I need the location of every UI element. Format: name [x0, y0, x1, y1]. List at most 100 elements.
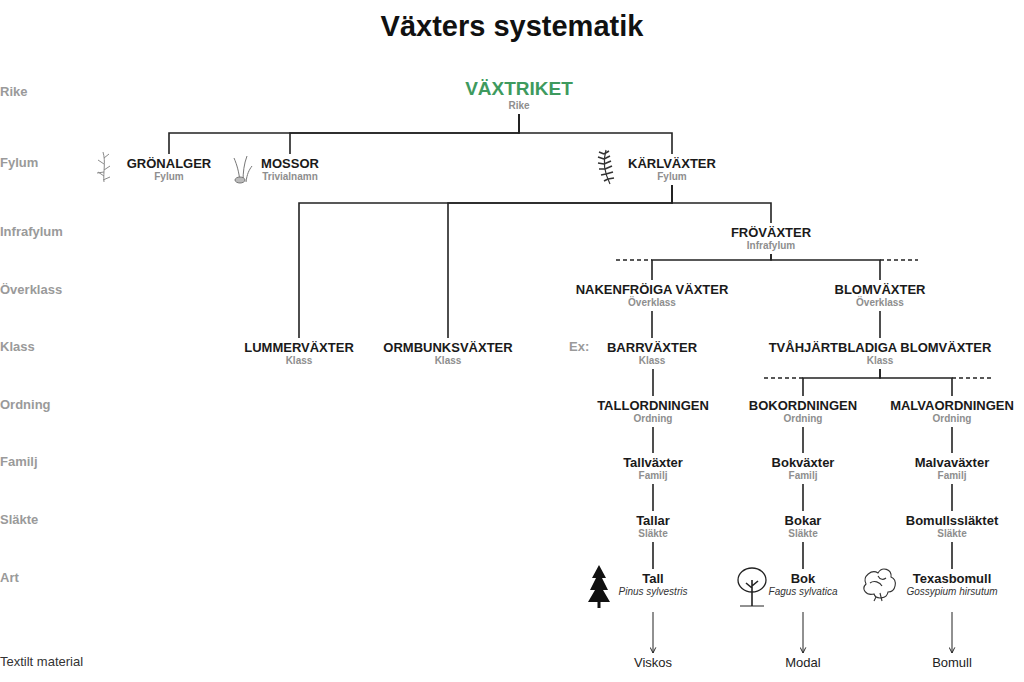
taxon-name: Tall: [619, 571, 688, 586]
taxon-node: BLOMVÄXTERÖverklass: [835, 282, 926, 309]
tree-connector: [299, 185, 672, 338]
taxon-name: BLOMVÄXTER: [835, 282, 926, 297]
tree-connector: [652, 369, 654, 396]
moss-icon: [234, 156, 252, 183]
taxon-rank: Släkte: [636, 528, 670, 540]
tree-connector: [879, 311, 881, 338]
rank-row-label: Fylum: [0, 155, 38, 171]
taxon-name: NAKENFRÖIGA VÄXTER: [576, 282, 729, 297]
dashed-line: [952, 377, 991, 379]
taxon-node: Bomull: [932, 655, 972, 670]
tree-connector: [880, 369, 952, 396]
taxon-name: Bomull: [932, 655, 972, 670]
tree-connector: [951, 427, 953, 453]
taxon-rank: Fylum: [628, 171, 716, 183]
taxon-rank: Infrafylum: [731, 240, 811, 252]
taxon-name: Bok: [769, 571, 838, 586]
taxon-name: Viskos: [634, 655, 672, 670]
dashed-line: [764, 377, 803, 379]
taxon-rank: Klass: [383, 355, 512, 367]
taxon-name: TVÅHJÄRTBLADIGA BLOMVÄXTER: [769, 340, 992, 355]
taxon-name: Texasbomull: [906, 571, 997, 586]
rank-row-label: Ordning: [0, 397, 51, 413]
taxon-rank: Överklass: [835, 297, 926, 309]
rank-row-label: Art: [0, 570, 19, 586]
taxon-rank: Ordning: [749, 413, 857, 425]
taxon-node: VÄXTRIKETRike: [465, 78, 573, 112]
taxon-node: BOKORDNINGENOrdning: [749, 398, 857, 425]
taxon-rank: Klass: [244, 355, 354, 367]
pine-tree-icon: [588, 565, 610, 608]
taxon-rank: Klass: [607, 355, 697, 367]
ground-line: [740, 606, 764, 607]
taxon-node: Viskos: [634, 655, 672, 670]
taxon-node: TallväxterFamilj: [623, 455, 683, 482]
taxon-name: Bomullssläktet: [906, 513, 998, 528]
cotton-details: [870, 576, 886, 601]
dashed-extensions: [616, 260, 991, 378]
taxon-rank: Ordning: [890, 413, 1014, 425]
rank-row-label: Familj: [0, 454, 38, 470]
moss-base: [235, 177, 245, 183]
taxon-node: MOSSORTrivialnamn: [261, 156, 319, 183]
taxon-node: BomullssläktetSläkte: [906, 513, 998, 540]
tree-connector: [652, 427, 654, 453]
tree-connector: [802, 542, 804, 569]
tree-connector: [672, 185, 771, 223]
taxon-node: MalvaväxterFamilj: [915, 455, 989, 482]
taxon-name: Tallar: [636, 513, 670, 528]
taxon-name: GRÖNALGER: [127, 156, 212, 171]
taxon-node: GRÖNALGERFylum: [127, 156, 212, 183]
taxon-rank: Familj: [772, 470, 835, 482]
taxon-name: MALVAORDNINGEN: [890, 398, 1014, 413]
tree-connector: [290, 114, 519, 154]
beech-tree-icon: [738, 568, 766, 606]
material-arrow: [952, 612, 953, 653]
tree-connector: [951, 484, 953, 511]
taxon-name: KÄRLVÄXTER: [628, 156, 716, 171]
tree-connector: [802, 484, 804, 511]
tree-connector: [951, 542, 953, 569]
cotton-icon: [864, 569, 895, 601]
tree-connector: [803, 369, 880, 396]
taxon-node: FRÖVÄXTERInfrafylum: [731, 225, 811, 252]
taxon-name: Tallväxter: [623, 455, 683, 470]
tree-connector: [652, 484, 654, 511]
taxon-node: LUMMERVÄXTERKlass: [244, 340, 354, 367]
taxon-rank: Släkte: [785, 528, 822, 540]
example-marker: Ex:: [569, 339, 589, 355]
taxon-node: KÄRLVÄXTERFylum: [628, 156, 716, 183]
taxon-name: Malvaväxter: [915, 455, 989, 470]
taxon-rank: Fagus sylvatica: [769, 586, 838, 598]
tree-connector: [448, 185, 672, 338]
diagram-title: Växters systematik: [0, 8, 1024, 44]
tree-connector: [771, 254, 880, 280]
taxon-name: FRÖVÄXTER: [731, 225, 811, 240]
taxon-name: BARRVÄXTER: [607, 340, 697, 355]
taxon-name: Bokar: [785, 513, 822, 528]
taxon-node: TexasbomullGossypium hirsutum: [906, 571, 997, 598]
taxon-node: BARRVÄXTERKlass: [607, 340, 697, 367]
tree-connector: [169, 114, 519, 154]
taxon-node: Modal: [785, 655, 820, 670]
rank-row-label: Rike: [0, 84, 27, 100]
taxon-name: MOSSOR: [261, 156, 319, 171]
taxon-name: ORMBUNKSVÄXTER: [383, 340, 512, 355]
taxon-name: BOKORDNINGEN: [749, 398, 857, 413]
rank-row-label: Släkte: [0, 512, 38, 528]
dashed-line: [880, 259, 918, 261]
taxon-node: TallPinus sylvestris: [619, 571, 688, 598]
moss-stalks: [234, 156, 252, 182]
taxon-node: BokarSläkte: [785, 513, 822, 540]
rank-row-label: Klass: [0, 339, 35, 355]
taxon-name: TALLORDNINGEN: [597, 398, 709, 413]
rank-row-label: Textilt material: [0, 654, 83, 670]
taxon-node: MALVAORDNINGENOrdning: [890, 398, 1014, 425]
taxon-name: LUMMERVÄXTER: [244, 340, 354, 355]
tree-connector: [519, 114, 672, 154]
taxon-rank: Rike: [465, 100, 573, 112]
fern-icon: [598, 150, 614, 184]
taxon-node: TallarSläkte: [636, 513, 670, 540]
taxon-name: Bokväxter: [772, 455, 835, 470]
